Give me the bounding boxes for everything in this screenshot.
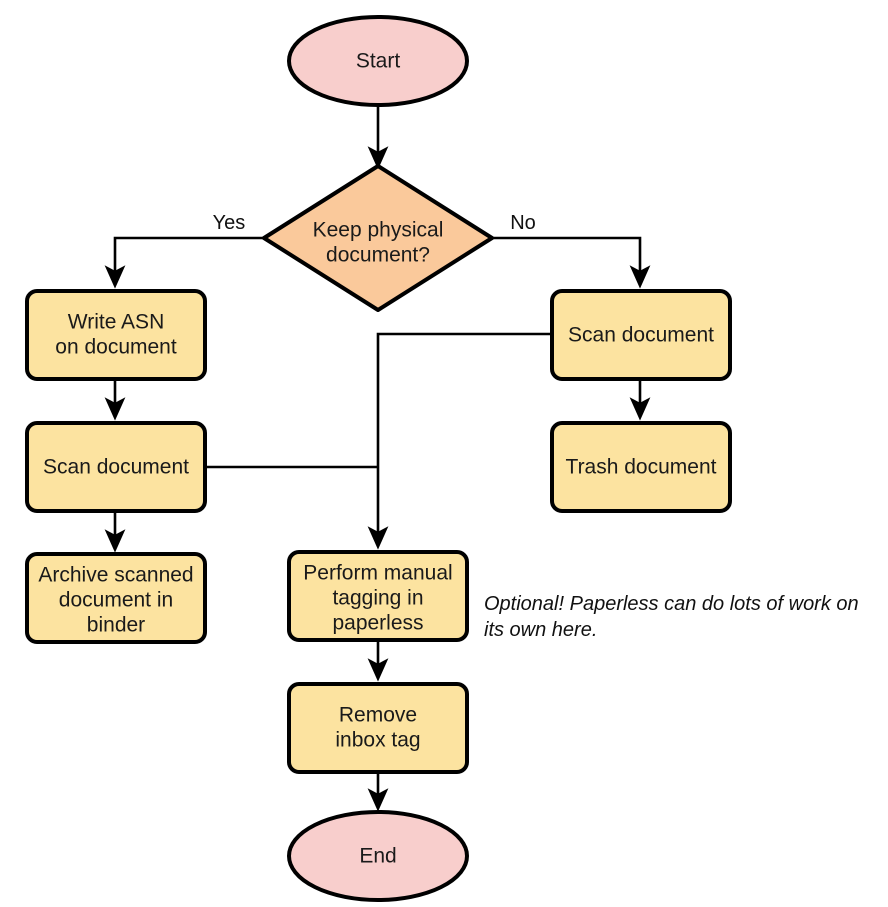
write-asn-box	[25, 289, 207, 381]
end-ellipse	[287, 810, 469, 902]
edge-decision-yes-to-write-asn	[104, 236, 264, 289]
edge-label-yes: Yes	[213, 212, 246, 234]
edge-scan-right-to-manual-tagging	[367, 332, 552, 550]
scan-document-right-box	[550, 289, 732, 381]
archive-box	[25, 552, 207, 644]
node-remove-inbox-tag[interactable]: Remove inbox tag	[287, 682, 469, 774]
write-asn-label-line1: Write ASN	[68, 311, 164, 334]
manual-tagging-label-line2: tagging in	[332, 587, 423, 610]
manual-tagging-label-line1: Perform manual	[303, 562, 452, 585]
archive-label-line2: document in	[59, 589, 173, 612]
edge-decision-no-to-scan-right	[492, 236, 651, 289]
note-optional-paperless: Optional! Paperless can do lots of work …	[484, 593, 859, 641]
trash-document-label: Trash document	[566, 456, 717, 479]
edge-label-no: No	[510, 212, 536, 234]
scan-document-right-label: Scan document	[568, 324, 714, 347]
note-line2: its own here.	[484, 619, 597, 641]
scan-document-left-label: Scan document	[43, 456, 189, 479]
write-asn-label-line2: on document	[55, 336, 177, 359]
node-scan-document-left[interactable]: Scan document	[25, 421, 207, 513]
start-ellipse	[287, 15, 469, 107]
start-label: Start	[356, 50, 401, 73]
node-decision-keep-physical-document[interactable]: Keep physical document?	[262, 164, 494, 312]
node-write-asn-on-document[interactable]: Write ASN on document	[25, 289, 207, 381]
remove-inbox-label-line1: Remove	[339, 704, 417, 727]
remove-inbox-label-line2: inbox tag	[335, 729, 420, 752]
node-trash-document[interactable]: Trash document	[550, 421, 732, 513]
archive-label-line3: binder	[87, 614, 145, 637]
trash-document-box	[550, 421, 732, 513]
remove-inbox-tag-box	[287, 682, 469, 774]
archive-label-line1: Archive scanned	[38, 564, 193, 587]
note-line1: Optional! Paperless can do lots of work …	[484, 593, 859, 615]
manual-tagging-label-line3: paperless	[332, 612, 423, 635]
decision-label-line1: Keep physical	[313, 219, 444, 242]
node-scan-document-right[interactable]: Scan document	[550, 289, 732, 381]
node-perform-manual-tagging[interactable]: Perform manual tagging in paperless	[287, 550, 469, 642]
scan-document-left-box	[25, 421, 207, 513]
decision-label-line2: document?	[326, 244, 430, 267]
end-label: End	[359, 845, 396, 868]
manual-tagging-box	[287, 550, 469, 642]
node-archive-scanned-document[interactable]: Archive scanned document in binder	[25, 552, 207, 644]
node-end[interactable]: End	[287, 810, 469, 902]
node-start[interactable]: Start	[287, 15, 469, 107]
decision-diamond	[262, 164, 494, 312]
